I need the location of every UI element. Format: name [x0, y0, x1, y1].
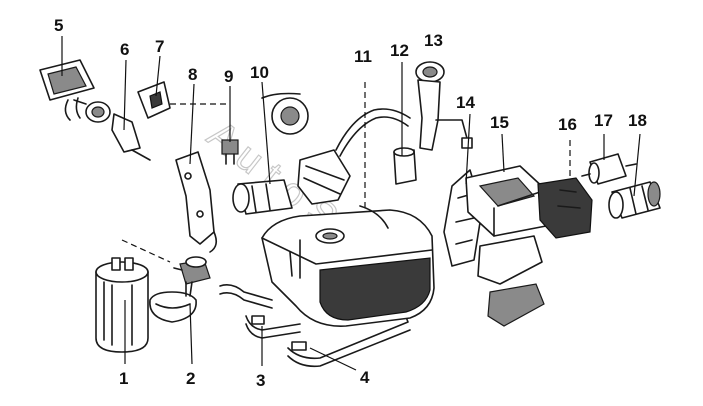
part-5-cover	[39, 59, 95, 121]
callout-4: 4	[360, 368, 370, 387]
part-18-electric-pump	[608, 181, 661, 219]
callout-2: 2	[186, 369, 195, 388]
part-1-canister	[95, 239, 171, 353]
part-15-canister-box	[465, 165, 547, 237]
part-6-lock-cylinder	[73, 99, 151, 161]
fuel-sender-unit	[297, 108, 411, 205]
part-11-vent-hose	[359, 82, 389, 229]
callout-14: 14	[456, 93, 475, 112]
callout-18: 18	[628, 111, 647, 130]
callout-12: 12	[390, 41, 409, 60]
fuel-tank	[261, 209, 435, 327]
leader-lines	[61, 36, 641, 371]
callout-6: 6	[120, 40, 129, 59]
part-17-inline-filter	[581, 153, 637, 185]
callout-11: 11	[354, 47, 372, 66]
part-4-tank-strap	[287, 311, 411, 368]
callout-15: 15	[490, 113, 509, 132]
part-12-filler-cap	[393, 147, 417, 185]
callout-17: 17	[594, 111, 613, 130]
callout-10: 10	[250, 63, 269, 82]
callout-3: 3	[256, 371, 265, 390]
callout-13: 13	[424, 31, 443, 50]
part-16-solenoid-valve	[537, 140, 593, 239]
callout-5: 5	[54, 16, 63, 35]
part-2-valve	[149, 256, 211, 323]
callout-8: 8	[188, 65, 197, 84]
callout-16: 16	[558, 115, 577, 134]
part-13-filler-neck	[415, 61, 473, 151]
part-8-mounting-plate	[175, 151, 218, 253]
part-10-fuel-pump	[232, 92, 309, 215]
part-7-bracket	[137, 81, 228, 119]
callout-7: 7	[155, 37, 164, 56]
callout-9: 9	[224, 67, 233, 86]
callout-1: 1	[119, 369, 128, 388]
